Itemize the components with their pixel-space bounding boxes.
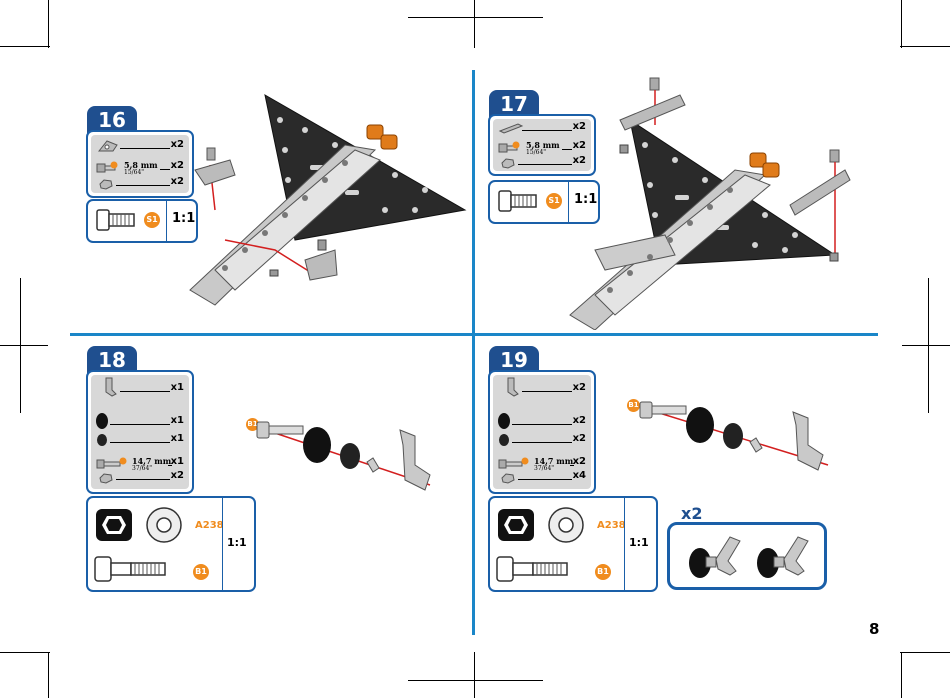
spacer-icon [497, 433, 511, 447]
crop-mark [900, 652, 950, 653]
washer-icon [546, 506, 588, 544]
part-code-badge: B1 [193, 564, 209, 580]
part-row: x2 [88, 176, 192, 192]
assembly-illustration [185, 90, 470, 310]
registration-mark [0, 345, 48, 346]
spacer-icon [95, 433, 109, 447]
bolt-icon [496, 554, 572, 584]
wheel-assembly-icon [678, 529, 748, 583]
washer-icon [144, 506, 186, 544]
part-row: x1 [88, 433, 192, 449]
nut-icon [98, 178, 114, 190]
section-divider-vertical [472, 70, 475, 635]
scale-label: 1:1 [227, 536, 247, 549]
crop-mark [901, 0, 902, 48]
registration-mark [20, 278, 21, 413]
part-row: x2 [490, 433, 594, 449]
page-number: 8 [869, 620, 879, 638]
part-code-badge: S1 [546, 193, 562, 209]
bracket-plate-icon [97, 139, 119, 153]
part-row: x2 [490, 415, 594, 431]
crop-mark [900, 46, 950, 47]
screw-icon [96, 207, 136, 233]
nut-icon [500, 472, 516, 484]
part-code-badge: B1 [595, 564, 611, 580]
part-code: A238 [195, 520, 224, 531]
spacer-icon [94, 506, 136, 544]
part-row: x2 [88, 470, 192, 486]
screw-icon [95, 161, 119, 175]
part-row: x4 [490, 470, 594, 486]
registration-mark [474, 0, 475, 48]
wheel-assembly-icon [746, 529, 816, 583]
registration-mark [928, 278, 929, 413]
registration-mark [902, 345, 950, 346]
screw-icon [497, 141, 521, 155]
bolt-icon [95, 457, 129, 471]
bolt-icon [497, 457, 531, 471]
part-row: x2 [88, 139, 192, 155]
bolt-icon [94, 554, 170, 584]
part-row: x1 [88, 415, 192, 431]
angle-bracket-icon [504, 376, 520, 398]
angle-bracket-icon [102, 376, 118, 398]
part-row: x2 [490, 382, 594, 398]
part-code-badge: S1 [144, 212, 160, 228]
scale-reference: A238 B1 1:1 [86, 496, 256, 592]
wheel-icon [496, 412, 512, 430]
scale-reference: S1 1:1 [86, 199, 198, 243]
subassembly-preview [667, 522, 827, 590]
assembly-illustration [638, 400, 833, 475]
scale-label: 1:1 [629, 536, 649, 549]
crop-mark [0, 46, 50, 47]
wheel-icon [94, 412, 110, 430]
registration-mark [474, 652, 475, 698]
crop-mark [48, 0, 49, 48]
part-row: x1 [88, 382, 192, 398]
multiplier-label: x2 [681, 504, 702, 523]
scale-reference: A238 B1 1:1 [488, 496, 658, 592]
section-divider-horizontal [70, 333, 878, 336]
crop-mark [901, 652, 902, 698]
strip-icon [498, 122, 524, 134]
assembly-illustration [565, 75, 865, 330]
spacer-icon [496, 506, 538, 544]
assembly-illustration [255, 420, 435, 495]
screw-icon [498, 188, 538, 214]
nut-icon [98, 472, 114, 484]
registration-mark [408, 17, 543, 18]
crop-mark [0, 652, 50, 653]
part-code: A238 [597, 520, 626, 531]
registration-mark [408, 680, 543, 681]
crop-mark [48, 652, 49, 698]
nut-icon [500, 157, 516, 169]
